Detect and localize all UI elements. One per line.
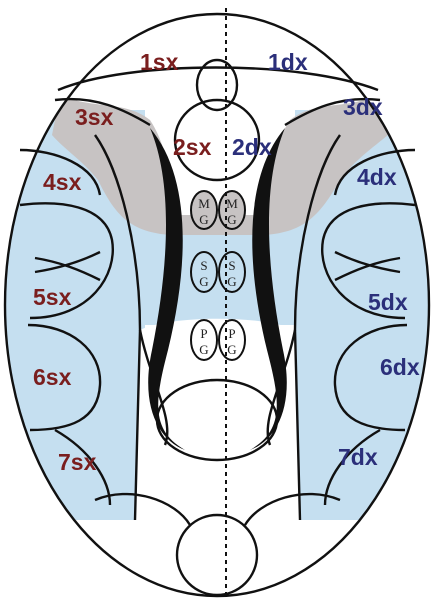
label-7sx: 7sx <box>58 449 97 475</box>
label-4dx: 4dx <box>357 164 397 190</box>
label-7dx: 7dx <box>338 444 378 470</box>
pg-right-letter-top: P <box>228 326 235 341</box>
pg-left-letter-top: P <box>200 326 207 341</box>
sg-left-letter-bottom: G <box>199 274 208 289</box>
label-5sx: 5sx <box>33 284 72 310</box>
label-6sx: 6sx <box>33 364 72 390</box>
mg-left-letter-bottom: G <box>199 212 208 227</box>
label-5dx: 5dx <box>368 289 408 315</box>
sg-right-letter-top: S <box>228 258 235 273</box>
mg-left-letter-top: M <box>198 196 210 211</box>
pg-left-letter-bottom: G <box>199 342 208 357</box>
label-2dx: 2dx <box>232 134 272 160</box>
label-3sx: 3sx <box>75 104 114 130</box>
mg-right-letter-top: M <box>226 196 238 211</box>
sg-right-letter-bottom: G <box>227 274 236 289</box>
label-2sx: 2sx <box>173 134 212 160</box>
label-1sx: 1sx <box>140 49 179 75</box>
pg-right-letter-bottom: G <box>227 342 236 357</box>
label-1dx: 1dx <box>268 49 308 75</box>
label-3dx: 3dx <box>343 94 383 120</box>
mg-right-letter-bottom: G <box>227 212 236 227</box>
label-6dx: 6dx <box>380 354 420 380</box>
label-4sx: 4sx <box>43 169 82 195</box>
sg-left-letter-top: S <box>200 258 207 273</box>
